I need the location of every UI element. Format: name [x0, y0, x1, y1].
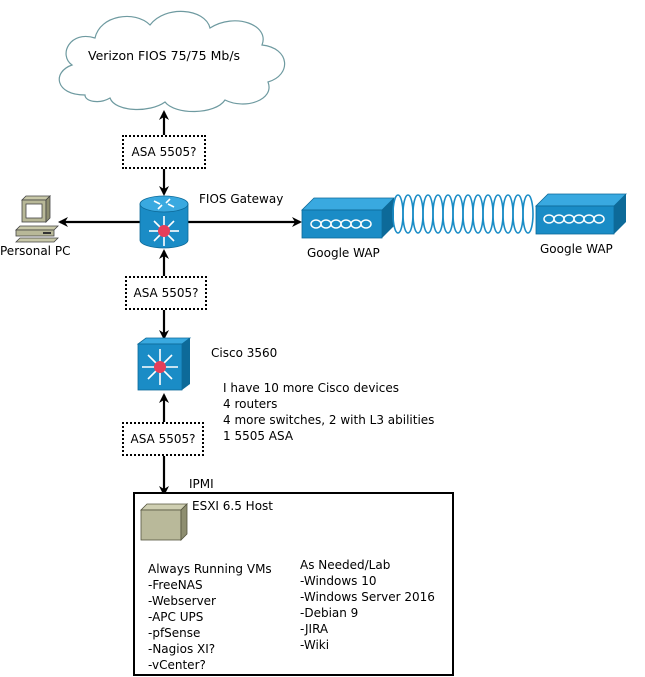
always-running-list: Always Running VMs -FreeNAS -Webserver -…	[148, 561, 272, 673]
ipmi-label: IPMI	[189, 477, 214, 491]
esxi-host-box: ESXI 6.5 Host Always Running VMs -FreeNA…	[133, 492, 454, 676]
wireless-coil-loop	[502, 194, 514, 234]
list-item: -pfSense	[148, 626, 201, 640]
personal-pc-icon	[15, 195, 59, 243]
wireless-link-icon	[392, 194, 534, 234]
list-item: -vCenter?	[148, 658, 206, 672]
note-line: 4 more switches, 2 with L3 abilities	[223, 413, 435, 427]
l3-switch-icon	[136, 337, 192, 391]
wireless-coil-loop	[442, 194, 454, 234]
pc-label: Personal PC	[0, 244, 71, 258]
wireless-coil-loop	[462, 194, 474, 234]
firewall-asa-bottom: ASA 5505?	[122, 422, 204, 456]
firewall-label: ASA 5505?	[130, 432, 196, 446]
wap-label-1: Google WAP	[307, 246, 380, 260]
wireless-coil-loop	[402, 194, 414, 234]
server-icon	[140, 503, 188, 541]
wap-label-2: Google WAP	[540, 242, 613, 256]
list-item: -Wiki	[300, 638, 330, 652]
router-icon	[139, 195, 189, 249]
switch-label: Cisco 3560	[211, 346, 278, 360]
wireless-coil-loop	[392, 194, 404, 234]
host-title: ESXI 6.5 Host	[192, 499, 273, 513]
list-item: -Webserver	[148, 594, 216, 608]
list-heading: As Needed/Lab	[300, 558, 391, 572]
wireless-coil-loop	[522, 194, 534, 234]
list-item: -Debian 9	[300, 606, 359, 620]
wireless-coil-loop	[472, 194, 484, 234]
as-needed-list: As Needed/Lab -Windows 10 -Windows Serve…	[300, 557, 435, 653]
note-line: I have 10 more Cisco devices	[223, 381, 399, 395]
firewall-asa-top: ASA 5505?	[122, 135, 206, 169]
wireless-coil-loop	[422, 194, 434, 234]
note-line: 1 5505 ASA	[223, 429, 294, 443]
list-item: -Windows Server 2016	[300, 590, 435, 604]
wireless-coil-loop	[432, 194, 444, 234]
firewall-label: ASA 5505?	[133, 286, 199, 300]
cloud-label: Verizon FIOS 75/75 Mb/s	[88, 48, 241, 63]
gateway-label: FIOS Gateway	[199, 192, 284, 206]
list-item: -FreeNAS	[148, 578, 203, 592]
wireless-coil-loop	[412, 194, 424, 234]
list-item: -Nagios XI?	[148, 642, 216, 656]
list-item: -Windows 10	[300, 574, 377, 588]
connectors	[58, 110, 302, 496]
wireless-coil-loop	[512, 194, 524, 234]
google-wap-icon	[535, 193, 627, 235]
wireless-coil-loop	[482, 194, 494, 234]
google-wap-icon	[301, 197, 395, 239]
firewall-label: ASA 5505?	[131, 145, 197, 159]
note-line: 4 routers	[223, 397, 278, 411]
notes-block: I have 10 more Cisco devices 4 routers 4…	[223, 380, 434, 444]
firewall-asa-middle: ASA 5505?	[125, 276, 207, 310]
wireless-coil-loop	[492, 194, 504, 234]
wireless-coil-loop	[452, 194, 464, 234]
list-item: -JIRA	[300, 622, 329, 636]
list-item: -APC UPS	[148, 610, 204, 624]
list-heading: Always Running VMs	[148, 562, 272, 576]
internet-cloud-icon	[58, 10, 286, 113]
